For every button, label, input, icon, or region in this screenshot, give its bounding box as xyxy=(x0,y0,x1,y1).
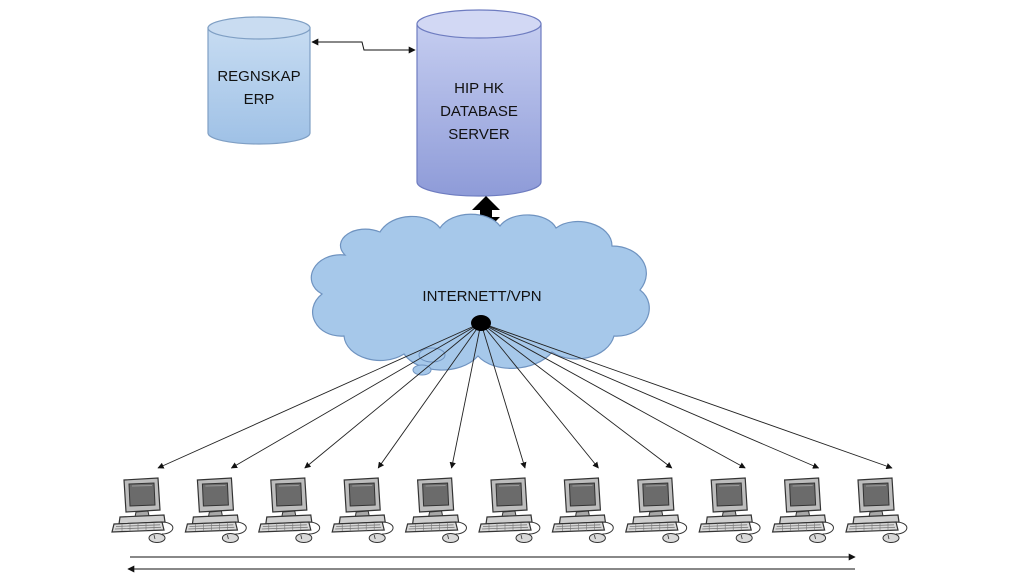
cloud-label: INTERNETT/VPN xyxy=(422,288,541,305)
connection-line-4 xyxy=(377,322,482,469)
connection-line-5 xyxy=(449,322,482,469)
erp-server-connector xyxy=(311,38,416,54)
connection-line-8 xyxy=(480,322,673,469)
desktop-computer-icon xyxy=(478,477,541,544)
client-connections xyxy=(157,322,893,470)
internet-vpn-cloud: INTERNETT/VPN xyxy=(310,213,650,376)
erp-label-line-2: ERP xyxy=(244,91,275,108)
server-label-line-2: DATABASE xyxy=(440,103,518,120)
database-server-node: HIP HK DATABASE SERVER xyxy=(416,9,542,197)
desktop-computer-icon xyxy=(111,477,174,544)
server-label-line-1: HIP HK xyxy=(454,80,504,97)
desktop-computer-icon xyxy=(551,477,614,544)
connection-line-2 xyxy=(230,322,482,469)
server-label-line-3: SERVER xyxy=(448,126,510,143)
erp-label-line-1: REGNSKAP xyxy=(217,68,300,85)
desktop-computer-icon xyxy=(771,477,835,544)
desktop-computer-icon xyxy=(845,477,908,544)
vpn-hub-node xyxy=(471,315,491,331)
connection-line-7 xyxy=(480,322,599,469)
desktop-computer-icon xyxy=(405,477,468,544)
connection-line-10 xyxy=(480,322,820,469)
client-computers xyxy=(111,477,908,544)
desktop-computer-icon xyxy=(258,477,321,544)
desktop-computer-icon xyxy=(184,477,247,544)
desktop-computer-icon xyxy=(625,477,688,544)
connection-line-1 xyxy=(157,322,482,469)
desktop-computer-icon xyxy=(331,477,394,544)
connection-line-11 xyxy=(480,322,893,470)
connection-line-6 xyxy=(480,322,527,469)
erp-database-node: REGNSKAP ERP xyxy=(207,16,311,145)
connection-line-3 xyxy=(304,322,482,469)
connection-line-9 xyxy=(480,322,746,469)
desktop-computer-icon xyxy=(698,477,761,544)
